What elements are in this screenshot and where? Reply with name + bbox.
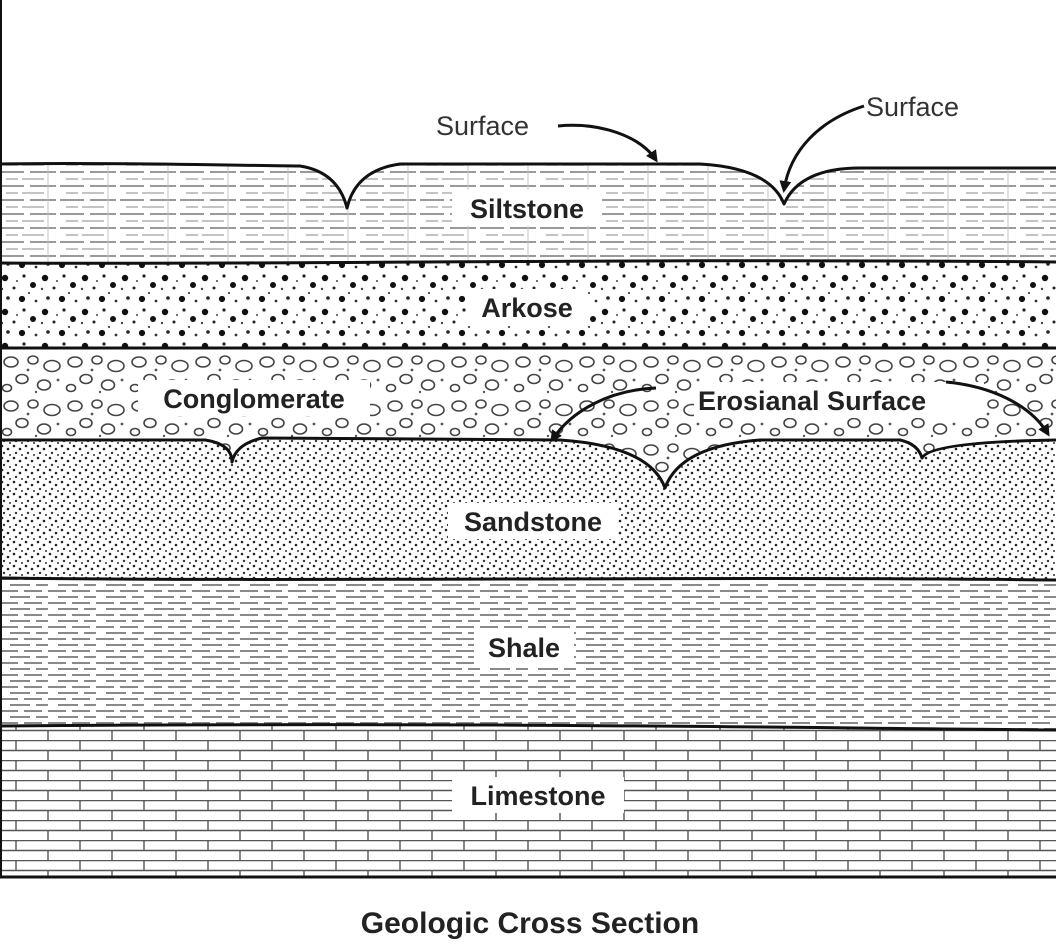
surface-right-callout: Surface [866,92,959,122]
erosional-surface-line [0,436,1056,490]
conglomerate-label: Conglomerate [163,384,345,414]
erosional-surface-label-bg [694,382,984,418]
sandstone-label: Sandstone [464,507,602,537]
limestone-label: Limestone [470,781,605,811]
erosional-surface-callout: Erosianal Surface [698,386,926,416]
erosional-right-arrow [945,380,1050,437]
arkose-label-bg [468,289,586,325]
siltstone-label: Siltstone [470,194,584,224]
surface-right-arrow [779,104,865,193]
siltstone-arkose-boundary [0,259,1056,265]
conglomerate-label-bg [138,380,370,416]
limestone-label-bg [452,777,624,813]
sandstone-label-bg [448,503,618,539]
erosional-left-arrow [550,386,657,443]
diagram-title: Geologic Cross Section [361,907,699,940]
sandstone-shale-boundary [0,576,1056,582]
siltstone-label-bg [452,190,602,226]
shale-label-bg [474,629,574,665]
top-surface-line [0,161,1056,210]
shale-label: Shale [488,633,560,663]
surface-left-callout: Surface [436,111,529,141]
surface-left-arrow [557,123,658,163]
shale-limestone-boundary [0,723,1056,732]
arkose-label: Arkose [481,293,573,323]
